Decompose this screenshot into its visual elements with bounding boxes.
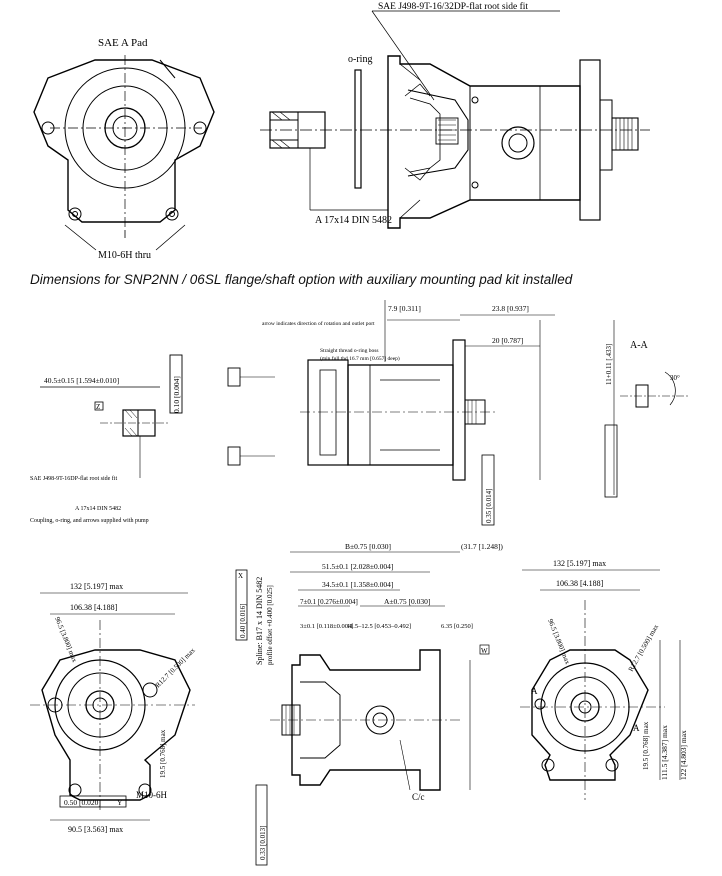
dim-122: 122 [4.803] max bbox=[679, 730, 688, 780]
dim-19-5-left: 19.5 [0.768] max bbox=[159, 729, 167, 778]
dim-b: B±0.75 [0.030] bbox=[345, 542, 391, 551]
rear-view: 132 [5.197] max 106.38 [4.188] A A 96.5 … bbox=[520, 559, 688, 800]
gdt-040: 0.40 [0.016] bbox=[239, 604, 247, 638]
r96-right: 96.5 [3.800] max bbox=[546, 618, 572, 666]
thread-note-2: (min full thd 16.7 mm [0.657] deep) bbox=[320, 355, 400, 362]
datum-x: X bbox=[238, 572, 243, 580]
dim-7: 7±0.1 [0.276±0.004] bbox=[300, 598, 358, 606]
gdt-033: 0.33 [0.013] bbox=[259, 826, 267, 860]
sec-a-right: A bbox=[633, 723, 640, 733]
dim-51-5: 51.5±0.1 [2.028±0.004] bbox=[322, 562, 393, 571]
coupling-detail: 40.5±0.15 [1.594±0.010] 0.10 [0.004] Z S… bbox=[30, 354, 183, 524]
dim-40-5: 40.5±0.15 [1.594±0.010] bbox=[44, 376, 119, 385]
front-view-left: 132 [5.197] max 106.38 [4.188] 96.5 [3.8… bbox=[30, 582, 197, 834]
dim-11: 11+0.11 [.433] bbox=[605, 344, 613, 385]
dim-20: 20 [0.787] bbox=[492, 336, 523, 345]
profile-offset: profile offset +0.400 [0.025] bbox=[266, 585, 274, 665]
r12-right: R12.7 [0.500] max bbox=[627, 623, 661, 673]
spline-bottom: Spline: B17 x 14 DIN 5482 bbox=[255, 577, 264, 665]
sae-a-pad-label: SAE A Pad bbox=[98, 37, 148, 49]
din-callout-top: A 17x14 DIN 5482 bbox=[315, 215, 392, 226]
section-heading: Dimensions for SNP2NN / 06SL flange/shaf… bbox=[30, 272, 573, 287]
datum-y-left: Y bbox=[117, 798, 123, 807]
r96-left: 96.5 [3.800] max bbox=[53, 616, 79, 664]
thread-note: Straight thread o-ring boss bbox=[320, 348, 379, 354]
arrow-note: arrow indicates direction of rotation an… bbox=[262, 320, 375, 327]
section-aa: A-A 11+0.11 [.433] 30° bbox=[604, 320, 690, 498]
dim-23-8: 23.8 [0.937] bbox=[492, 304, 529, 313]
din-label-mid: A 17x14 DIN 5482 bbox=[75, 506, 121, 512]
sae-spline-label: SAE J498-9T-16DP-flat root side fit bbox=[30, 475, 117, 482]
cc-label: C/c bbox=[412, 792, 425, 802]
cutaway-side-view: SAE J498-9T-16/32DP-flat root side fit o… bbox=[260, 1, 650, 229]
dim-11-5: 11.5–12.5 [0.453–0.492] bbox=[347, 623, 411, 630]
m10-thru-label: M10-6H thru bbox=[98, 250, 151, 261]
dim-90-5: 90.5 [3.563] max bbox=[68, 825, 123, 834]
dim-111: 111.5 [4.387] max bbox=[660, 725, 669, 780]
dim-7-9: 7.9 [0.311] bbox=[388, 304, 421, 313]
datum-z-label: Z bbox=[96, 403, 100, 411]
supplied-note: Coupling, o-ring, and arrows supplied wi… bbox=[30, 518, 149, 524]
gdt-0-35: 0.35 [0.014] bbox=[485, 489, 493, 523]
dim-106-left: 106.38 [4.188] bbox=[70, 603, 118, 612]
dim-132-left: 132 [5.197] max bbox=[70, 582, 123, 591]
dim-34-5: 34.5±0.1 [1.358±0.004] bbox=[322, 580, 393, 589]
dim-19-5-right: 19.5 [0.768] max bbox=[642, 721, 650, 770]
datum-w: W bbox=[481, 647, 488, 655]
gdt-050: 0.50 [0.020] bbox=[64, 798, 101, 807]
oring-label: o-ring bbox=[348, 54, 372, 65]
sae-a-pad-view: SAE A Pad M10-6H thru bbox=[33, 37, 215, 261]
dim-3: 3±0.1 [0.118±0.004] bbox=[300, 623, 353, 630]
dim-6-35: 6.35 [0.250] bbox=[441, 623, 473, 630]
dim-132-right: 132 [5.197] max bbox=[553, 559, 606, 568]
dim-106-right: 106.38 [4.188] bbox=[556, 579, 604, 588]
m10-label: M10-6H bbox=[136, 790, 167, 800]
gdt-0-10: 0.10 [0.004] bbox=[172, 376, 181, 413]
side-view-bottom: B±0.75 [0.030] (31.7 [1.248]) 51.5±0.1 [… bbox=[235, 542, 503, 866]
angle-30: 30° bbox=[670, 374, 680, 382]
r12-left: R12.7 [0.500] max bbox=[154, 646, 197, 689]
section-aa-label: A-A bbox=[630, 340, 649, 351]
dim-31-7: (31.7 [1.248]) bbox=[461, 542, 503, 551]
pad-kit-side-view: arrow indicates direction of rotation an… bbox=[227, 300, 555, 526]
spline-callout: SAE J498-9T-16/32DP-flat root side fit bbox=[378, 1, 528, 12]
dim-a: A±0.75 [0.030] bbox=[384, 597, 430, 606]
sec-a-left: A bbox=[531, 686, 538, 696]
